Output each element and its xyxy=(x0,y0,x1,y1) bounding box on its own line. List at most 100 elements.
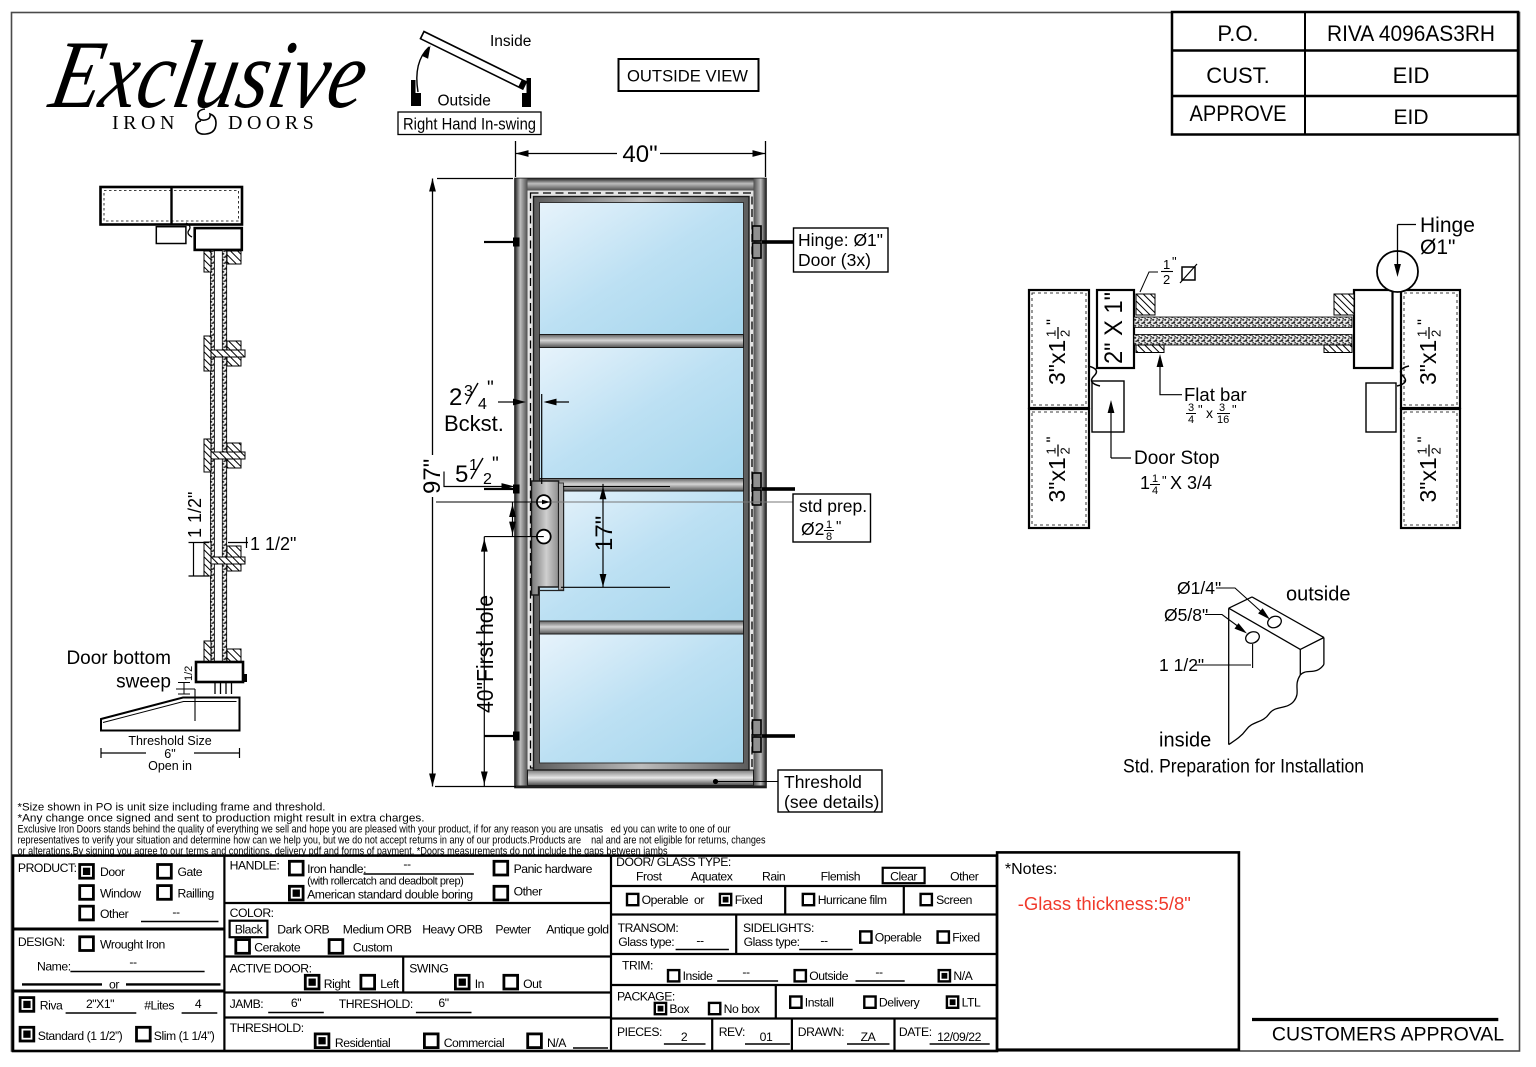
svg-text:ACTIVE DOOR:: ACTIVE DOOR: xyxy=(230,962,312,976)
svg-text:Heavy ORB: Heavy ORB xyxy=(422,923,483,937)
svg-text:Ø2: Ø2 xyxy=(801,519,824,539)
svg-text:Door: Door xyxy=(100,865,125,879)
svg-text:1: 1 xyxy=(469,457,478,474)
svg-text:Standard (1 1/2”): Standard (1 1/2”) xyxy=(38,1029,123,1043)
svg-text:Install: Install xyxy=(805,996,834,1010)
svg-text:12/09/22: 12/09/22 xyxy=(937,1030,982,1044)
svg-text:RIVA 4096AS3RH: RIVA 4096AS3RH xyxy=(1327,21,1495,46)
svg-text:Black: Black xyxy=(235,923,264,937)
svg-text:HANDLE:: HANDLE: xyxy=(230,859,280,873)
svg-text:6": 6" xyxy=(438,996,448,1010)
svg-text:--: -- xyxy=(129,955,137,969)
svg-text:4: 4 xyxy=(1152,485,1158,497)
svg-text:IRON: IRON xyxy=(112,112,179,134)
svg-text:Glass type:: Glass type: xyxy=(744,935,800,949)
svg-text:or: or xyxy=(109,978,119,992)
svg-text:PIECES:: PIECES: xyxy=(617,1025,662,1039)
svg-text:97": 97" xyxy=(419,459,446,494)
svg-text:1: 1 xyxy=(1152,473,1158,485)
svg-text:Threshold: Threshold xyxy=(784,772,862,792)
svg-text:-Glass thickness:5/8": -Glass thickness:5/8" xyxy=(1018,893,1191,914)
svg-text:*Size shown in PO is unit size: *Size shown in PO is unit size including… xyxy=(18,802,326,814)
svg-text:Antique gold: Antique gold xyxy=(546,923,608,937)
svg-text:LTL: LTL xyxy=(962,996,981,1010)
svg-text:JAMB:: JAMB: xyxy=(230,997,264,1011)
svg-text:Cerakote: Cerakote xyxy=(254,941,301,955)
svg-text:EID: EID xyxy=(1393,63,1430,88)
svg-text:Ø1": Ø1" xyxy=(1420,236,1455,259)
svg-text:#Lites: #Lites xyxy=(144,999,174,1013)
svg-text:17": 17" xyxy=(591,516,618,551)
svg-text:Hinge: Hinge xyxy=(1420,214,1475,237)
svg-text:Pewter: Pewter xyxy=(495,923,531,937)
svg-text:N/A: N/A xyxy=(547,1036,567,1050)
svg-text:Door (3x): Door (3x) xyxy=(798,250,871,270)
svg-text:Custom: Custom xyxy=(353,941,393,955)
svg-text:SWING: SWING xyxy=(409,962,448,976)
svg-text:--: -- xyxy=(172,905,180,919)
svg-text:6": 6" xyxy=(164,747,175,761)
svg-text:DATE:: DATE: xyxy=(899,1025,932,1039)
svg-text:American standard double borin: American standard double boring xyxy=(307,888,473,902)
svg-text:CUSTOMERS APPROVAL: CUSTOMERS APPROVAL xyxy=(1272,1024,1504,1046)
svg-text:In: In xyxy=(475,977,484,991)
svg-text:APPROVE: APPROVE xyxy=(1190,101,1287,126)
svg-text:(with rollercatch and deadbolt: (with rollercatch and deadbolt prep) xyxy=(307,876,463,888)
svg-text:2: 2 xyxy=(449,384,462,411)
svg-text:Other: Other xyxy=(100,907,129,921)
svg-text:40"First hole: 40"First hole xyxy=(472,595,498,713)
svg-text:sweep: sweep xyxy=(116,672,171,693)
svg-text:Wrought Iron: Wrought Iron xyxy=(100,938,165,952)
svg-text:Glass type:: Glass type: xyxy=(618,935,674,949)
svg-text:Railling: Railling xyxy=(178,887,214,901)
svg-text:Bckst.: Bckst. xyxy=(444,411,504,436)
svg-text:Flat bar: Flat bar xyxy=(1184,384,1247,405)
svg-text:Outside: Outside xyxy=(809,969,849,983)
svg-text:Outside: Outside xyxy=(438,93,491,110)
svg-text:representatives to verify your: representatives to verify your situation… xyxy=(18,835,766,847)
svg-text:outside: outside xyxy=(1286,584,1351,606)
svg-text:PACKAGE:: PACKAGE: xyxy=(617,990,675,1004)
svg-text:Right: Right xyxy=(324,977,351,991)
svg-text:2: 2 xyxy=(681,1030,688,1044)
svg-text:1 1/2": 1 1/2" xyxy=(1159,655,1204,675)
svg-text:DOOR/ GLASS TYPE:: DOOR/ GLASS TYPE: xyxy=(616,855,731,869)
svg-text:Hinge: Ø1": Hinge: Ø1" xyxy=(798,230,883,250)
svg-text:Screen: Screen xyxy=(936,893,972,907)
svg-text:Operable or: Operable or xyxy=(642,893,705,907)
svg-text:4: 4 xyxy=(1188,414,1194,426)
svg-text:1: 1 xyxy=(1163,257,1170,272)
svg-text:--: -- xyxy=(742,965,750,979)
svg-text:01: 01 xyxy=(760,1030,773,1044)
svg-text:3: 3 xyxy=(464,383,473,400)
svg-text:": " xyxy=(487,378,494,399)
svg-text:inside: inside xyxy=(1159,730,1211,752)
svg-text:THRESHOLD:: THRESHOLD: xyxy=(339,997,413,1011)
svg-text:Dark ORB: Dark ORB xyxy=(277,923,329,937)
svg-text:Residential: Residential xyxy=(335,1036,390,1050)
svg-text:1 1/2": 1 1/2" xyxy=(250,534,296,554)
svg-text:1/2: 1/2 xyxy=(183,666,195,681)
svg-text:Other: Other xyxy=(514,885,543,899)
svg-text:OUTSIDE VIEW: OUTSIDE VIEW xyxy=(627,68,748,86)
svg-text:2"X1": 2"X1" xyxy=(86,997,114,1011)
svg-text:Rain: Rain xyxy=(762,870,785,884)
svg-text:16: 16 xyxy=(1217,414,1229,426)
svg-text:Hurricane film: Hurricane film xyxy=(818,893,887,907)
svg-text:P.O.: P.O. xyxy=(1217,21,1258,46)
svg-text:Ø5/8": Ø5/8" xyxy=(1164,605,1208,625)
svg-text:ZA: ZA xyxy=(861,1030,877,1044)
svg-text:2" X 1": 2" X 1" xyxy=(1100,292,1128,364)
svg-text:SIDELIGHTS:: SIDELIGHTS: xyxy=(743,921,814,935)
svg-text:Window: Window xyxy=(100,887,141,901)
svg-text:CUST.: CUST. xyxy=(1206,63,1270,88)
svg-text:PRODUCT:: PRODUCT: xyxy=(18,861,77,875)
svg-text:*Any change once signed and se: *Any change once signed and sent to prod… xyxy=(18,813,425,825)
svg-text:1: 1 xyxy=(826,519,832,531)
svg-text:--: -- xyxy=(403,857,411,871)
svg-text:": " xyxy=(1232,402,1237,417)
svg-text:(see details): (see details) xyxy=(784,792,879,812)
svg-text:": " xyxy=(1172,254,1177,269)
svg-text:2: 2 xyxy=(483,471,492,488)
svg-text:No box: No box xyxy=(724,1002,760,1016)
